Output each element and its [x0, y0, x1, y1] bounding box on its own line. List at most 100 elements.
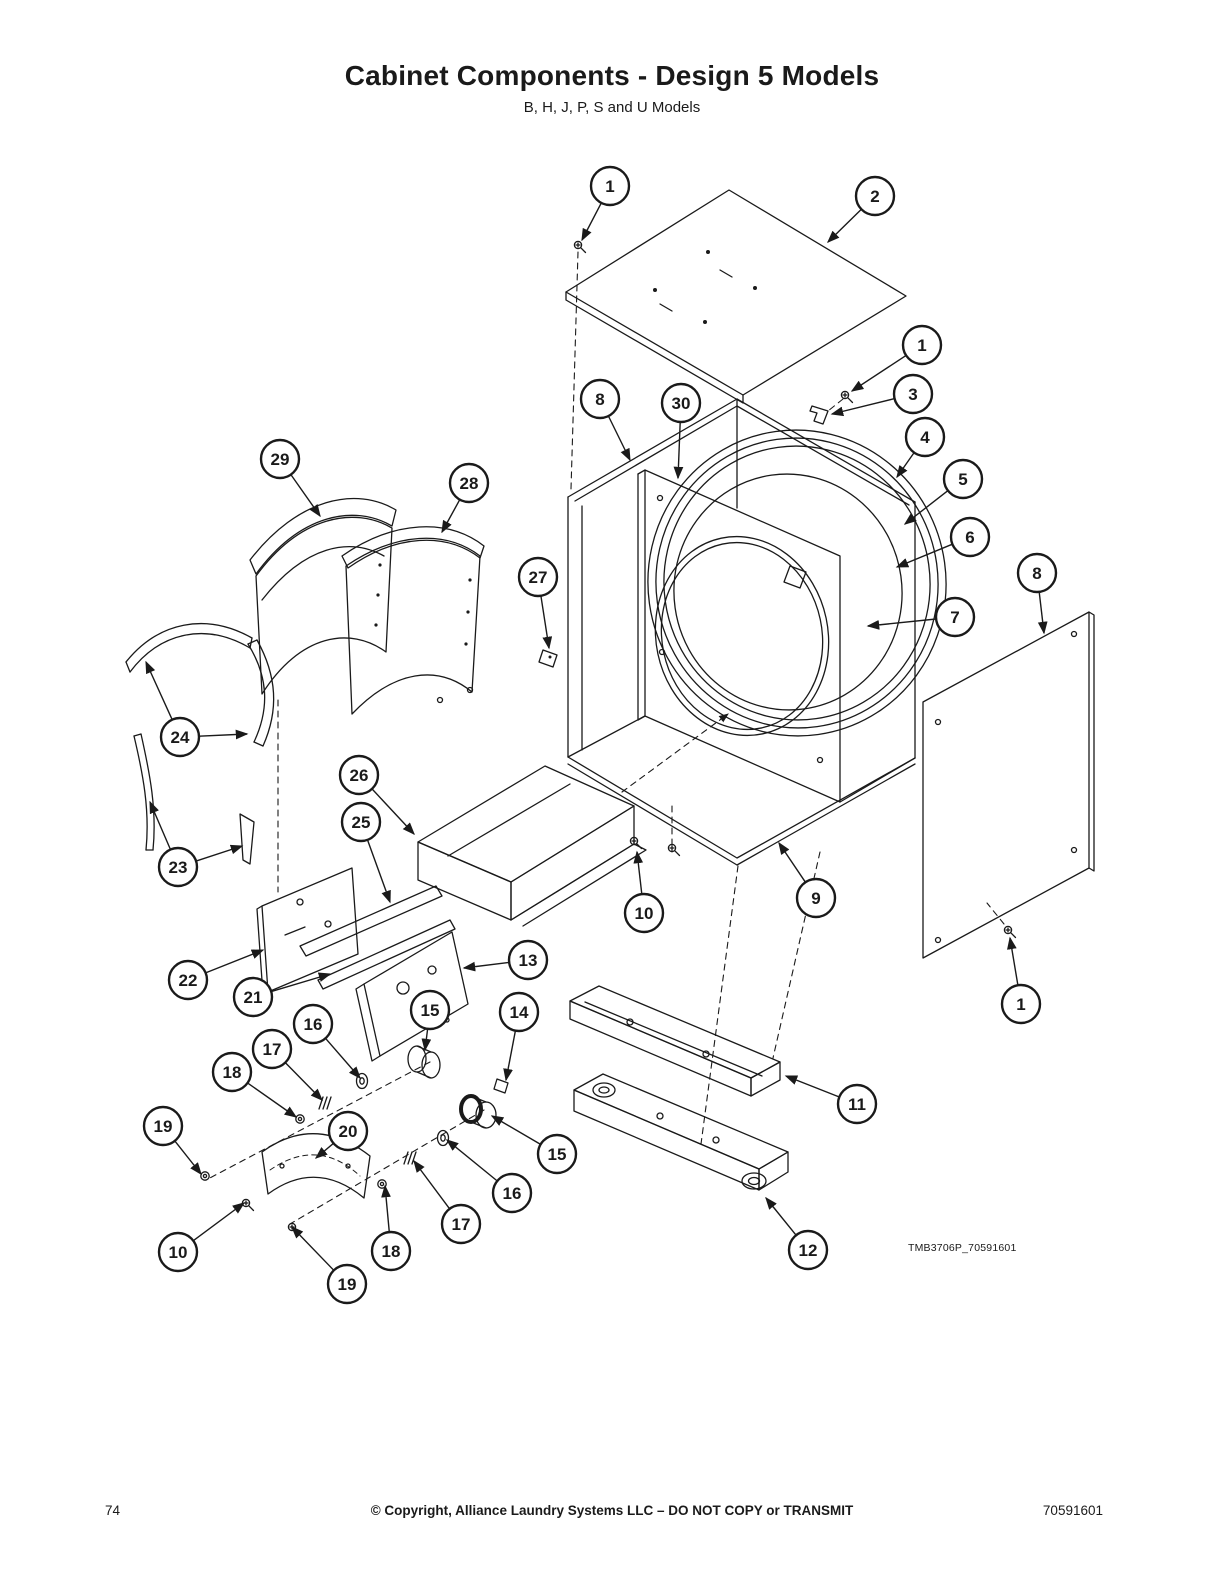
callout-30: 30 — [660, 382, 702, 480]
callout-1: 1 — [581, 165, 631, 242]
callout-leader-line — [290, 474, 321, 518]
callout-balloon — [211, 1051, 253, 1093]
callout-leader-line — [324, 1037, 361, 1080]
callout-9: 9 — [778, 841, 837, 919]
callout-number: 1 — [605, 177, 614, 196]
callout-leader-line — [445, 1139, 498, 1182]
callout-number: 17 — [263, 1040, 282, 1059]
callout-leader-line — [866, 618, 937, 630]
callout-leader-line — [540, 595, 553, 650]
part-braces — [299, 885, 456, 990]
callout-leader-line — [371, 788, 415, 836]
callout-5: 5 — [903, 458, 984, 525]
callout-15: 15 — [490, 1115, 578, 1175]
callout-balloon — [157, 1231, 199, 1273]
callout-leader-line — [441, 499, 461, 534]
part-side-panel-right — [922, 611, 1095, 959]
callout-number: 19 — [154, 1117, 173, 1136]
callout-number: 3 — [908, 385, 917, 404]
part-base-rail-upper — [569, 985, 781, 1097]
part-clips — [538, 405, 829, 668]
callout-balloon — [507, 939, 549, 981]
callout-16: 16 — [445, 1139, 533, 1214]
callout-11: 11 — [784, 1075, 878, 1125]
callout-number: 16 — [304, 1015, 323, 1034]
callout-leader-line — [270, 972, 332, 993]
callout-22: 22 — [167, 949, 265, 1001]
callout-leader-line — [673, 421, 684, 480]
callout-leader-line — [314, 1142, 334, 1159]
part-seal-rings — [647, 429, 947, 737]
callout-17: 17 — [251, 1028, 323, 1101]
callout-26: 26 — [338, 754, 415, 836]
callout-12: 12 — [765, 1196, 829, 1271]
part-trim-strips — [125, 622, 275, 865]
drawing-linework — [125, 189, 1095, 1236]
callout-balloon — [836, 1083, 878, 1125]
callout-leader-line — [607, 415, 631, 462]
part-access-panel — [256, 867, 359, 996]
callout-17: 17 — [413, 1159, 482, 1245]
callout-leader-line — [247, 1082, 298, 1118]
part-cabinet-shell — [567, 398, 916, 866]
callout-leader-line — [421, 1028, 432, 1052]
callout-18: 18 — [211, 1051, 298, 1118]
callout-leader-line — [462, 961, 510, 972]
callout-28: 28 — [441, 462, 490, 534]
callout-2: 2 — [826, 175, 896, 243]
callout-leader-line — [149, 800, 172, 850]
callout-3: 3 — [830, 373, 934, 417]
callout-balloon — [326, 1263, 368, 1305]
callout-leader-line — [198, 729, 249, 740]
callout-leader-line — [895, 543, 953, 568]
callout-20: 20 — [314, 1110, 369, 1159]
callout-number: 20 — [339, 1122, 358, 1141]
callout-23: 23 — [149, 800, 244, 888]
callout-number: 26 — [350, 766, 369, 785]
callout-leader-line — [366, 839, 391, 904]
callout-number: 4 — [920, 428, 930, 447]
callout-1: 1 — [850, 324, 943, 392]
callout-4: 4 — [896, 416, 946, 479]
callout-balloon — [409, 989, 451, 1031]
callout-number: 1 — [1016, 995, 1025, 1014]
callout-leader-line — [633, 850, 644, 895]
callout-number: 10 — [169, 1243, 188, 1262]
callout-balloon — [251, 1028, 293, 1070]
part-front-panel-upper — [249, 497, 397, 695]
callout-balloon — [292, 1003, 334, 1045]
part-base-rail-lower — [573, 1073, 789, 1191]
callout-balloon — [167, 959, 209, 1001]
callout-balloon — [157, 846, 199, 888]
callout-15: 15 — [409, 989, 451, 1052]
callout-leader-line — [381, 1184, 391, 1233]
callout-6: 6 — [895, 516, 991, 568]
callout-balloon — [440, 1203, 482, 1245]
callout-number: 24 — [171, 728, 190, 747]
callout-number: 15 — [548, 1145, 567, 1164]
callout-balloon — [338, 754, 380, 796]
part-mount-panel — [355, 931, 469, 1062]
callout-13: 13 — [462, 939, 549, 981]
callout-balloon — [1016, 552, 1058, 594]
callout-balloon — [327, 1110, 369, 1152]
callout-29: 29 — [259, 438, 321, 518]
callout-balloon — [340, 801, 382, 843]
callout-number: 6 — [965, 528, 974, 547]
part-top-panel — [565, 189, 907, 404]
callout-1: 1 — [1000, 936, 1042, 1025]
callout-balloon — [854, 175, 896, 217]
callout-balloon — [232, 976, 274, 1018]
callout-number: 15 — [421, 1001, 440, 1020]
callout-number: 29 — [271, 450, 290, 469]
callout-18: 18 — [370, 1184, 412, 1272]
page-footer: 74 © Copyright, Alliance Laundry Systems… — [0, 1503, 1224, 1527]
callout-balloon — [498, 991, 540, 1033]
callout-27: 27 — [517, 556, 559, 650]
callout-balloon — [142, 1105, 184, 1147]
callout-number: 8 — [1032, 564, 1041, 583]
callout-8: 8 — [579, 378, 631, 462]
callout-leader-line — [490, 1115, 541, 1146]
callout-number: 10 — [635, 904, 654, 923]
